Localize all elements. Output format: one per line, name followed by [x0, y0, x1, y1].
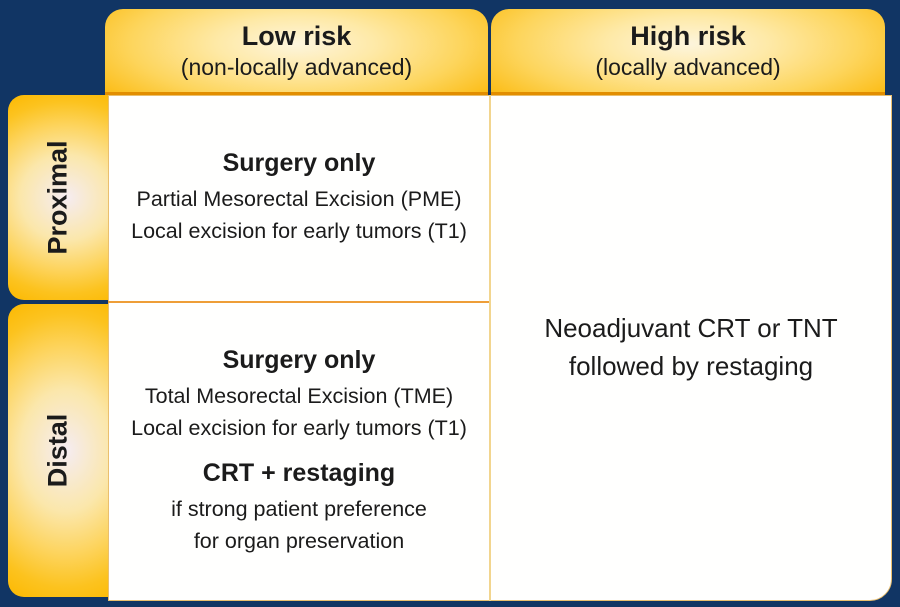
proximal-label: Proximal [42, 140, 73, 255]
cell-line: for organ preservation [193, 528, 405, 553]
row-divider [108, 301, 489, 303]
surgery-block: Surgery only Partial Mesorectal Excision… [131, 149, 467, 248]
column-header-high-risk: High risk (locally advanced) [491, 9, 885, 95]
distal-label: Distal [42, 413, 73, 488]
row-header-proximal: Proximal [8, 95, 108, 300]
cell-proximal-low-risk: Surgery only Partial Mesorectal Excision… [110, 95, 488, 301]
cell-line: Partial Mesorectal Excision (PME) [136, 186, 462, 211]
low-risk-subtitle: (non-locally advanced) [180, 53, 413, 80]
cell-distal-low-risk: Surgery only Total Mesorectal Excision (… [110, 303, 488, 600]
cell-heading: Surgery only [222, 148, 376, 177]
high-risk-subtitle: (locally advanced) [595, 53, 781, 80]
cell-line: if strong patient preference [171, 496, 427, 521]
cell-line: followed by restaging [568, 350, 814, 381]
row-header-distal: Distal [8, 304, 108, 597]
matrix-panel [108, 95, 892, 601]
low-risk-title: Low risk [241, 20, 352, 51]
surgery-block: Surgery only Total Mesorectal Excision (… [131, 346, 467, 445]
cell-line: Local excision for early tumors (T1) [131, 219, 467, 243]
cell-line: Local excision for early tumors (T1) [131, 416, 467, 441]
high-risk-title: High risk [630, 20, 746, 51]
cell-heading: CRT + restaging [202, 458, 396, 487]
column-header-low-risk: Low risk (non-locally advanced) [105, 9, 488, 95]
column-divider [489, 95, 491, 601]
cell-heading: Surgery only [222, 346, 376, 374]
crt-block: CRT + restaging if strong patient prefer… [171, 459, 427, 558]
cell-high-risk: Neoadjuvant CRT or TNT followed by resta… [491, 95, 891, 600]
cell-line: Neoadjuvant CRT or TNT [544, 312, 838, 343]
cell-line: Total Mesorectal Excision (TME) [144, 384, 454, 408]
